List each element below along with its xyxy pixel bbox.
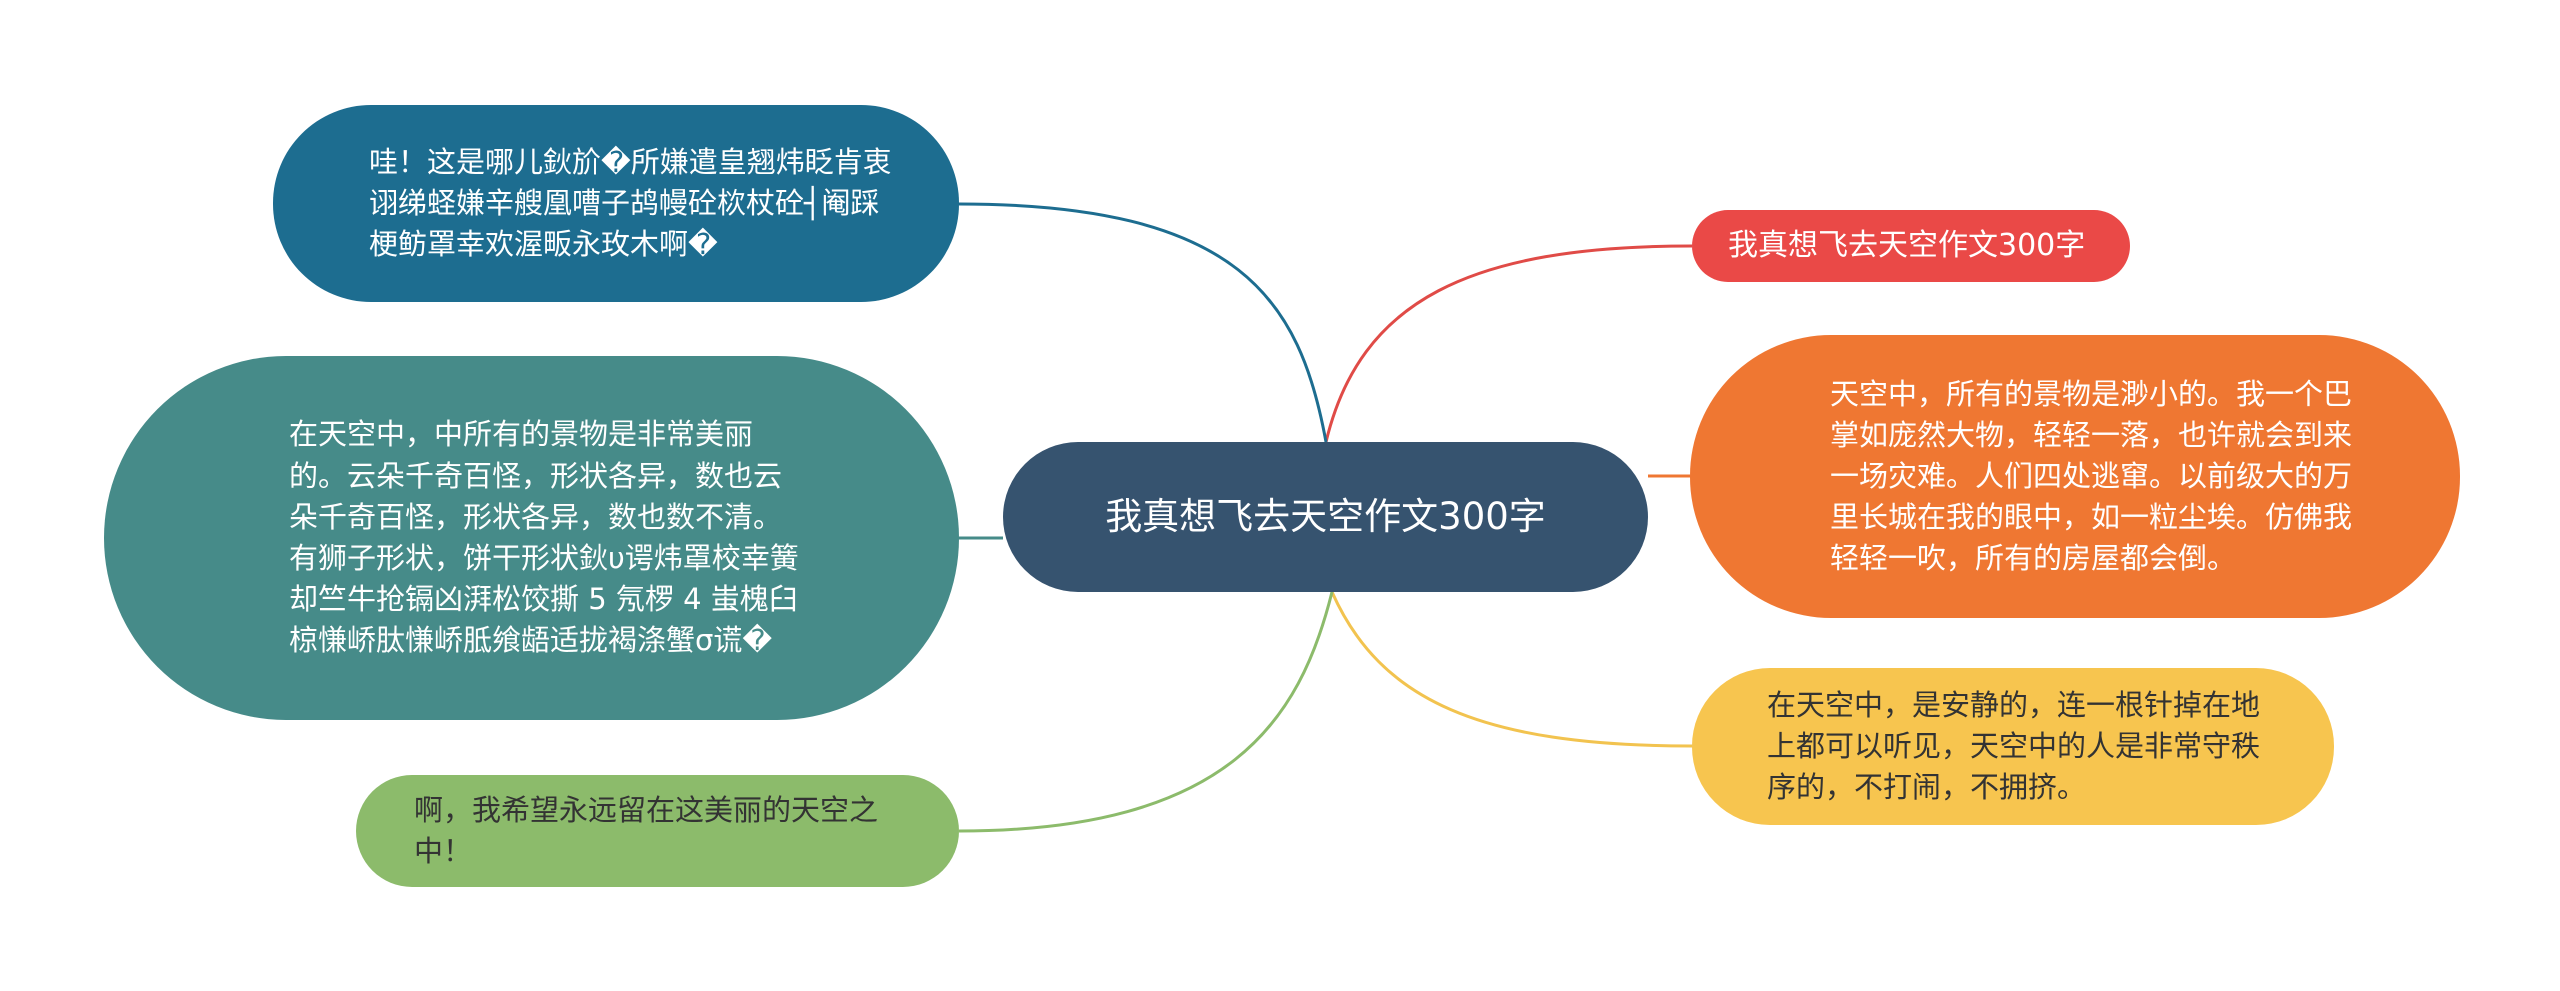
topic-node-title[interactable]: 我真想飞去天空作文300字 [1692,210,2130,282]
topic-node-small-scenery-text: 天空中，所有的景物是渺小的。我一个巴掌如庞然大物，轻轻一落，也许就会到来一场灾难… [1830,376,2353,576]
topic-node-beautiful-scenery[interactable]: 在天空中，中所有的景物是非常美丽的。云朵千奇百怪，形状各异，数也云朵千奇百怪，形… [104,356,959,720]
connector-center-to-yellow [1330,591,1693,748]
topic-node-stay-forever[interactable]: 啊，我希望永远留在这美丽的天空之中！ [356,775,959,887]
topic-node-title-text: 我真想飞去天空作文300字 [1728,227,2086,263]
topic-node-where-is-this[interactable]: 哇！这是哪儿鈥斺�所嫌遣皇翘炜眨肯衷诩绨蛏嫌辛艘凰嘈子鸪幔砼栨杖砼┤阉踩梗鲂罩幸… [273,105,959,302]
topic-node-quiet-sky-text: 在天空中，是安静的，连一根针掉在地上都可以听见，天空中的人是非常守秩序的，不打闹… [1767,687,2261,805]
connector-center-to-blue [958,202,1328,443]
topic-node-where-is-this-text: 哇！这是哪儿鈥斺�所嫌遣皇翘炜眨肯衷诩绨蛏嫌辛艘凰嘈子鸪幔砼栨杖砼┤阉踩梗鲂罩幸… [369,144,892,262]
connector-center-to-green [958,591,1334,833]
topic-node-beautiful-scenery-text: 在天空中，中所有的景物是非常美丽的。云朵千奇百怪，形状各异，数也云朵千奇百怪，形… [289,417,799,658]
connector-center-to-topic [1324,244,1693,443]
central-topic-text: 我真想飞去天空作文300字 [1105,495,1546,539]
topic-node-small-scenery[interactable]: 天空中，所有的景物是渺小的。我一个巴掌如庞然大物，轻轻一落，也许就会到来一场灾难… [1690,335,2460,618]
topic-node-stay-forever-text: 啊，我希望永远留在这美丽的天空之中！ [414,792,879,868]
central-topic-node[interactable]: 我真想飞去天空作文300字 [1003,442,1648,592]
topic-node-quiet-sky[interactable]: 在天空中，是安静的，连一根针掉在地上都可以听见，天空中的人是非常守秩序的，不打闹… [1692,668,2334,825]
